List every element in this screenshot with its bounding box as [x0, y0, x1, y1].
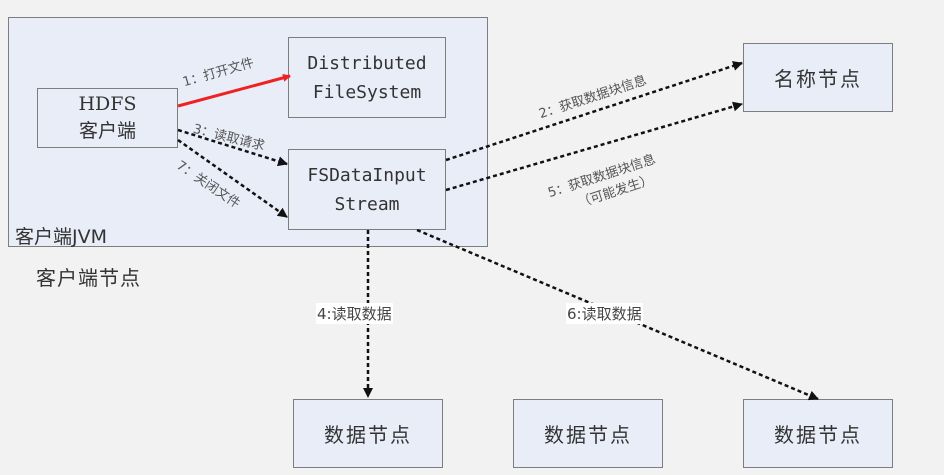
client-node-label: 客户端节点 — [36, 266, 141, 290]
data-node-1[interactable]: 数据节点 — [293, 399, 443, 468]
fs-input-stream-line2: Stream — [334, 193, 400, 215]
hdfs-client-line1: HDFS — [78, 93, 137, 115]
client-jvm-label: 客户端JVM — [15, 226, 107, 248]
data-node-3-label: 数据节点 — [774, 423, 862, 447]
name-node[interactable]: 名称节点 — [743, 43, 893, 112]
distributed-fs-line1: Distributed — [307, 52, 427, 74]
fs-input-stream-line1: FSDataInput — [307, 164, 427, 186]
edge-1-open-file — [177, 73, 291, 108]
edge-5-get-block-info-maybe — [445, 101, 743, 192]
distributed-filesystem-node[interactable]: Distributed FileSystem — [288, 37, 446, 118]
hdfs-client-node[interactable]: HDFS 客户端 — [37, 88, 178, 148]
edge-7-close-file — [177, 138, 288, 219]
data-node-3[interactable]: 数据节点 — [743, 399, 893, 468]
distributed-fs-line2: FileSystem — [312, 81, 422, 103]
data-node-1-label: 数据节点 — [324, 423, 412, 447]
name-node-label: 名称节点 — [774, 67, 862, 91]
data-node-2-label: 数据节点 — [544, 423, 632, 447]
edge-4-label: 4:读取数据 — [316, 303, 393, 324]
hdfs-client-line2: 客户端 — [78, 120, 136, 142]
edge-3-read-request — [177, 128, 288, 167]
data-node-2[interactable]: 数据节点 — [513, 399, 663, 468]
edge-6-label: 6:读取数据 — [566, 303, 643, 324]
edge-2-get-block-info — [445, 61, 743, 162]
fs-data-input-stream-node[interactable]: FSDataInput Stream — [288, 149, 446, 230]
